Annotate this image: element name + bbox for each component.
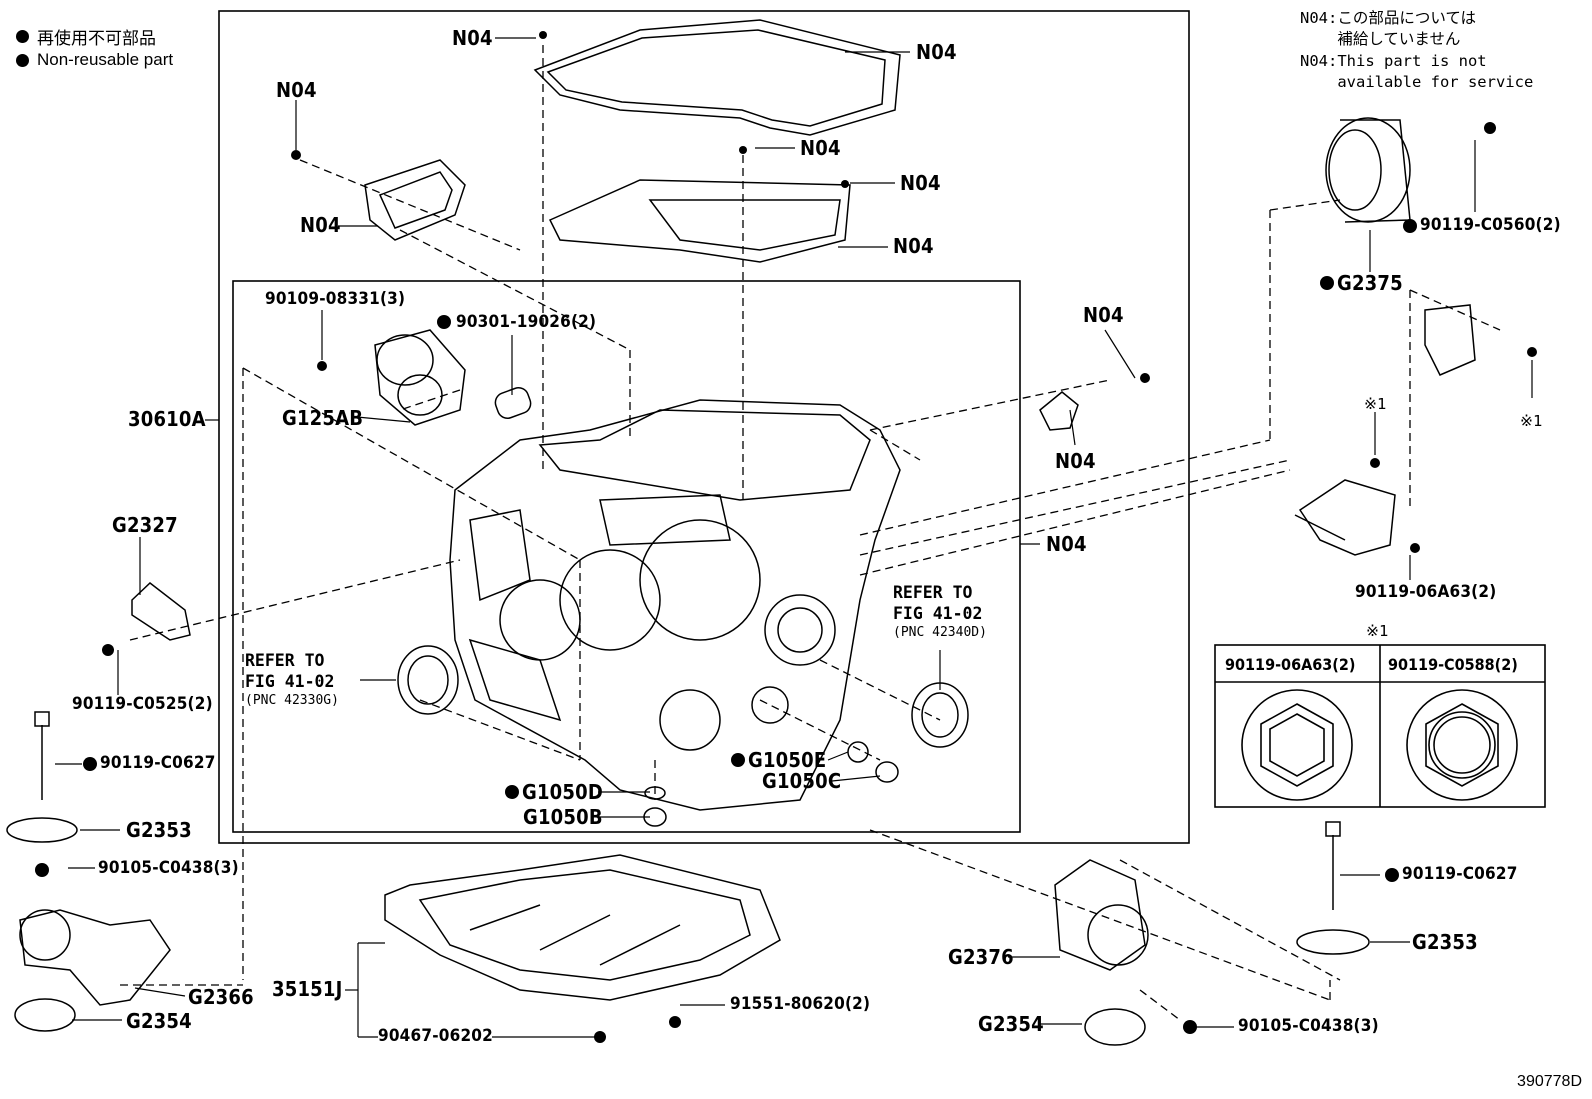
oil-seal-right	[911, 682, 969, 748]
refer-line: REFER TO	[893, 583, 973, 602]
bracket-right	[1424, 304, 1476, 376]
oil-seal-left	[397, 645, 459, 715]
part-label[interactable]: 90119-C0627	[100, 753, 216, 773]
part-label[interactable]: N04	[1055, 449, 1096, 473]
refer-line: (PNC 42330G)	[245, 692, 339, 708]
part-label[interactable]: G1050B	[523, 805, 603, 829]
hex-bolt-head-icon	[1241, 689, 1353, 801]
part-label[interactable]: N04	[893, 234, 934, 258]
damper-g2375	[1325, 117, 1411, 223]
note-line: N04:This part is not	[1300, 51, 1487, 70]
part-label[interactable]: G2353	[1412, 930, 1478, 954]
part-label[interactable]: 90119-C0627	[1402, 864, 1518, 884]
legend-en-text: Non-reusable part	[37, 50, 174, 69]
non-reusable-markers	[83, 219, 1417, 882]
part-label[interactable]: 90301-19026(2)	[456, 312, 597, 332]
part-label[interactable]: N04	[900, 171, 941, 195]
washer-right	[1296, 929, 1370, 955]
part-label[interactable]: 35151J	[272, 977, 343, 1001]
stopper-right	[1084, 1008, 1146, 1046]
part-label[interactable]: G2327	[112, 513, 178, 537]
part-label[interactable]: N04	[300, 213, 341, 237]
filled-circle-icon	[16, 30, 29, 43]
filled-circle-icon	[16, 53, 29, 67]
footnote-marker: ※1	[1366, 622, 1389, 640]
part-label[interactable]: 90105-C0438(3)	[1238, 1016, 1379, 1036]
part-label[interactable]: N04	[1083, 303, 1124, 327]
refer-line: FIG 41-02	[245, 672, 335, 692]
inner-frame	[232, 280, 1021, 833]
part-label[interactable]: 90119-06A63(2)	[1355, 582, 1497, 602]
part-label[interactable]: 90119-C0560(2)	[1420, 215, 1561, 235]
table-header: 90119-C0588(2)	[1388, 655, 1518, 674]
oil-cooler	[374, 329, 466, 426]
legend-jp: 再使用不可部品	[16, 24, 156, 49]
bracket-g2327	[131, 582, 191, 641]
transaxle-case	[449, 399, 901, 811]
valve-body-plate	[548, 179, 851, 263]
refer-line: FIG 41-02	[893, 604, 983, 624]
part-label[interactable]: N04	[452, 26, 493, 50]
part-label[interactable]: G1050E	[748, 748, 827, 772]
mount-bracket-right	[1054, 859, 1146, 971]
part-label[interactable]: G2376	[948, 945, 1014, 969]
outer-frame	[218, 10, 1190, 844]
part-label[interactable]: N04	[916, 40, 957, 64]
washer-left	[6, 817, 78, 843]
note-line: 補給していません	[1300, 30, 1461, 49]
legend-en: Non-reusable part	[16, 50, 173, 70]
oil-pan	[384, 854, 781, 1001]
part-label[interactable]: 90109-08331(3)	[265, 289, 406, 309]
part-label[interactable]: G2354	[126, 1009, 192, 1033]
footnote-marker: ※1	[1364, 395, 1387, 413]
o-ring	[494, 387, 532, 419]
part-label[interactable]: 90467-06202	[378, 1026, 493, 1046]
table-header: 90119-06A63(2)	[1225, 655, 1356, 674]
figure-number: 390778D	[1517, 1073, 1582, 1090]
part-label[interactable]: G2353	[126, 818, 192, 842]
part-label[interactable]: G125AB	[282, 406, 364, 430]
legend-jp-text: 再使用不可部品	[37, 29, 156, 48]
part-label[interactable]: N04	[276, 78, 317, 102]
part-label[interactable]: 91551-80620(2)	[730, 994, 871, 1014]
part-label[interactable]: G1050C	[762, 769, 842, 793]
part-label[interactable]: 90119-C0525(2)	[72, 694, 213, 714]
gasket-g1050e	[847, 741, 869, 763]
note-line: available for service	[1300, 73, 1534, 92]
mount-bracket-left	[19, 909, 171, 1006]
part-label[interactable]: 90105-C0438(3)	[98, 858, 239, 878]
part-label[interactable]: G2375	[1337, 271, 1403, 295]
stopper-left	[14, 998, 76, 1032]
side-cover	[364, 159, 466, 241]
note-line: N04:この部品については	[1300, 9, 1477, 27]
gasket-g1050d	[644, 786, 666, 800]
refer-note-right[interactable]: REFER TO FIG 41-02 (PNC 42340D)	[893, 582, 987, 642]
part-label[interactable]: 30610A	[128, 407, 206, 431]
part-label[interactable]: G2354	[978, 1012, 1044, 1036]
footnote-marker: ※1	[1520, 412, 1543, 430]
plug-g1050b	[643, 807, 667, 827]
oil-pan-gasket	[533, 19, 901, 136]
refer-line: REFER TO	[245, 651, 325, 670]
part-label[interactable]: N04	[1046, 532, 1087, 556]
flange-bolt-head-icon	[1406, 689, 1518, 801]
part-label[interactable]: N04	[800, 136, 841, 160]
shaft-bracket	[1298, 479, 1396, 556]
part-label[interactable]: G1050D	[522, 780, 603, 804]
plug-g1050c	[875, 761, 899, 783]
part-label[interactable]: G2366	[188, 985, 254, 1009]
sensor	[1039, 391, 1079, 431]
refer-note-left[interactable]: REFER TO FIG 41-02 (PNC 42330G)	[245, 650, 339, 710]
refer-line: (PNC 42340D)	[893, 624, 987, 640]
n04-note: N04:この部品については 補給していません N04:This part is …	[1300, 8, 1533, 94]
